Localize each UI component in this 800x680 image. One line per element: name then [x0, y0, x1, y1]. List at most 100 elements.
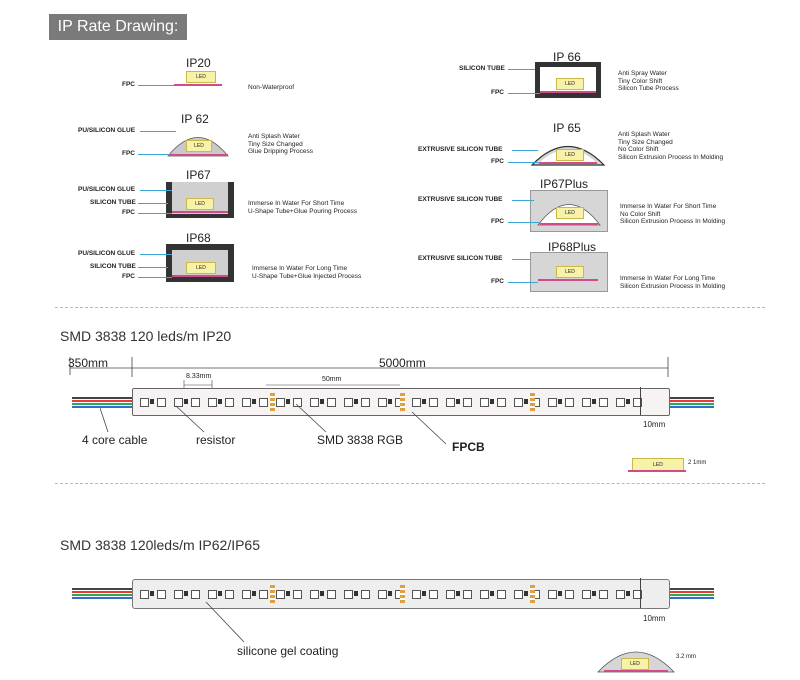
dim-cut: 50mm [322, 376, 342, 383]
ip67-fpc [172, 211, 228, 213]
ip68-leader-3 [138, 277, 172, 278]
resistor-chip [388, 591, 392, 596]
callout-fpcb: FPCB [452, 440, 485, 454]
dim-cable-length: 350mm [68, 356, 109, 370]
ip67plus-led: LED [556, 207, 584, 219]
ip62-label-glue: PU/SILICON GLUE [78, 127, 136, 134]
led-chip [378, 398, 387, 407]
section-header: IP Rate Drawing: [49, 14, 187, 40]
led-chip [361, 590, 370, 599]
led-chip [157, 590, 166, 599]
led-chip [497, 398, 506, 407]
ip66-label-fpc: FPC [491, 89, 504, 96]
ip-rate-diagrams: IP20 LED FPC Non-Waterproof IP 62 LED PU… [0, 0, 800, 300]
ip66-title: IP 66 [553, 50, 581, 64]
led-chip [140, 398, 149, 407]
ip62-title: IP 62 [181, 112, 209, 126]
resistor-chip [354, 399, 358, 404]
led-chip [293, 398, 302, 407]
cut-pads [400, 393, 405, 411]
ip68plus-fpc [538, 279, 598, 281]
led-chip [514, 590, 523, 599]
ip68plus-leader-1 [512, 259, 530, 260]
led-chip [446, 590, 455, 599]
ip68-desc: Immerse In Water For Long Time U-Shape T… [252, 265, 362, 280]
ip68-label-glue: PU/SILICON GLUE [78, 250, 136, 257]
wire2-green [72, 594, 132, 596]
wire-green [72, 403, 132, 405]
ip68-title: IP68 [186, 231, 211, 245]
led-chip [259, 398, 268, 407]
led-chip [480, 398, 489, 407]
section1-leaders [100, 403, 447, 445]
wire-black [72, 397, 132, 399]
resistor-chip [456, 591, 460, 596]
divider-1 [55, 307, 765, 308]
ip67plus-leader-2 [508, 222, 540, 223]
led-chip [327, 398, 336, 407]
ip67plus-label-tube: EXTRUSIVE SILICON TUBE [418, 196, 503, 203]
ip68-label-tube: SILICON TUBE [90, 263, 136, 270]
section2-title: SMD 3838 120leds/m IP62/IP65 [60, 537, 261, 553]
ip67-led: LED [186, 198, 214, 210]
wire2-black-right [668, 588, 714, 590]
ip67plus-title: IP67Plus [540, 177, 589, 191]
wire2-blue-right [668, 597, 714, 599]
dim-pitch: 8.33mm [186, 373, 212, 380]
ip67-label-glue: PU/SILICON GLUE [78, 186, 136, 193]
resistor-chip [252, 591, 256, 596]
led-chip [191, 590, 200, 599]
led-chip [633, 590, 642, 599]
ip68-leader-1 [140, 254, 172, 255]
resistor-chip [150, 399, 154, 404]
callout-cable: 4 core cable [82, 433, 148, 447]
wire-red [72, 400, 132, 402]
led-chip [378, 590, 387, 599]
ip67-desc: Immerse In Water For Short Time U-Shape … [248, 200, 357, 215]
led-chip [276, 590, 285, 599]
led-chip [174, 590, 183, 599]
resistor-chip [286, 591, 290, 596]
led-chip [548, 398, 557, 407]
led-chip [310, 590, 319, 599]
ip65-label-tube: EXTRUSIVE SILICON TUBE [418, 146, 503, 153]
wire2-green-right [668, 594, 714, 596]
led-chip [599, 398, 608, 407]
ip20-led: LED [186, 71, 216, 83]
ip65-leader-2 [508, 162, 540, 163]
wire2-black [72, 588, 132, 590]
resistor-chip [218, 591, 222, 596]
ip20-title: IP20 [186, 56, 211, 70]
wire2-red [72, 591, 132, 593]
ip68plus-led: LED [556, 266, 584, 278]
led-chip [191, 398, 200, 407]
ip68plus-title: IP68Plus [548, 240, 597, 254]
ip66-desc: Anti Spray Water Tiny Color Shift Silico… [618, 70, 679, 93]
ip67-title: IP67 [186, 168, 211, 182]
led-chip [242, 398, 251, 407]
ip68-led: LED [186, 262, 216, 274]
callout-smd: SMD 3838 RGB [317, 433, 404, 447]
strip2-width: 10mm [643, 614, 666, 623]
ip20-label-fpc: FPC [122, 81, 135, 88]
ip66-fpc [540, 91, 596, 93]
led-chip [429, 590, 438, 599]
ip68plus-leader-2 [508, 282, 538, 283]
resistor-chip [422, 399, 426, 404]
resistor-chip [320, 399, 324, 404]
led-chip [208, 590, 217, 599]
led-chip [361, 398, 370, 407]
ip62-desc: Anti Splash Water Tiny Size Changed Glue… [248, 133, 314, 156]
divider-2 [55, 483, 765, 484]
ip68plus-desc: Immerse In Water For Long Time Silicon E… [620, 275, 726, 290]
cut-pads [530, 585, 535, 603]
led-chip [463, 398, 472, 407]
dim-total-length: 5000mm [379, 356, 426, 370]
cut-pads [400, 585, 405, 603]
ip67-label-fpc: FPC [122, 209, 135, 216]
resistor-chip [320, 591, 324, 596]
resistor-chip [252, 399, 256, 404]
ip67-leader-2 [138, 203, 168, 204]
callout-coating: silicone gel coating [237, 644, 339, 658]
ip65-label-fpc: FPC [491, 158, 504, 165]
